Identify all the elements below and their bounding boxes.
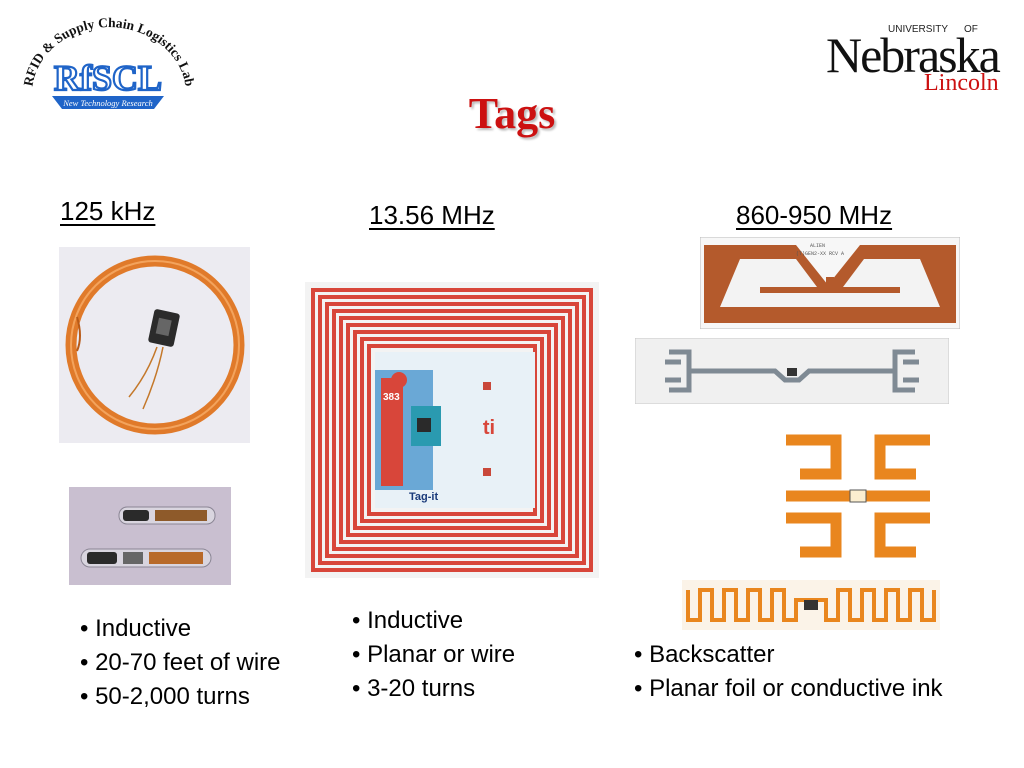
uhf-tag-image-1: ALIEN (T)GEN2-XX RCV A — [699, 236, 961, 330]
uhf-print-1: ALIEN — [810, 243, 825, 249]
freq-heading-125khz: 125 kHz — [60, 196, 156, 226]
hf-tag-code: 383 — [383, 392, 400, 403]
bullet-item: • 50-2,000 turns — [80, 683, 250, 710]
uhf-tag-image-4 — [682, 580, 940, 630]
unl-of-text: OF — [964, 24, 978, 35]
bullet-item: • 3-20 turns — [352, 675, 476, 702]
lf-ring-tag-image — [59, 247, 250, 443]
rfscl-logo-name: RfSCL — [54, 58, 162, 98]
uhf-tag-image-3 — [776, 420, 940, 570]
slide-title: Tags — [468, 89, 556, 138]
freq-heading-13mhz: 13.56 MHz — [369, 200, 495, 230]
uhf-print-2: (T)GEN2-XX RCV A — [796, 251, 844, 257]
hf-tag-brand: Tag-it — [409, 491, 438, 503]
bullet-item: • Inductive — [80, 615, 192, 642]
lf-glass-capsule-image — [69, 487, 231, 585]
bullet-item: • Planar foil or conductive ink — [634, 675, 943, 702]
bullets-uhf: • Backscatter • Planar foil or conductiv… — [634, 638, 974, 706]
bullet-item: • Planar or wire — [352, 641, 516, 668]
bullets-125khz: • Inductive • 20-70 feet of wire • 50-2,… — [80, 612, 281, 714]
freq-heading-uhf: 860-950 MHz — [736, 200, 893, 230]
bullet-item: • Inductive — [352, 607, 464, 634]
uhf-tag-image-2 — [634, 337, 950, 405]
unl-logo: UNIVERSITY OF Nebraska Lincoln — [826, 22, 1001, 100]
unl-nebraska-text: Nebraska — [826, 27, 1001, 83]
unl-lincoln-text: Lincoln — [924, 70, 999, 96]
rfscl-logo: RFID & Supply Chain Logistics Lab RfSCL … — [18, 12, 198, 122]
svg-text:ti: ti — [483, 417, 495, 439]
bullets-13mhz: • Inductive • Planar or wire • 3-20 turn… — [352, 604, 515, 706]
unl-university-text: UNIVERSITY — [888, 24, 949, 35]
rfscl-tagline: New Technology Research — [62, 98, 153, 108]
bullet-item: • 20-70 feet of wire — [80, 649, 281, 676]
hf-square-tag-image: ti 383 Tag-it — [305, 282, 599, 578]
bullet-item: • Backscatter — [634, 641, 775, 668]
